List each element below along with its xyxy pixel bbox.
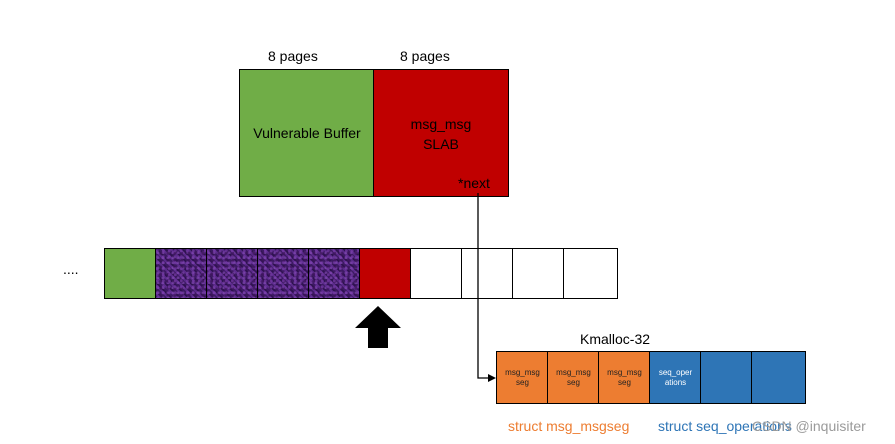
msg-msg-label: msg_msg — [410, 116, 472, 132]
msg-msg-slab-box: msg_msg SLAB *next — [373, 69, 509, 197]
pointer-arrowhead-icon — [488, 374, 496, 382]
slot-empty — [410, 248, 463, 299]
watermark: CSDN @inquisiter — [752, 418, 866, 434]
slot-vulnerable — [104, 248, 157, 299]
legend-seq-operations: struct seq_operations — [658, 418, 792, 434]
next-pointer-label: *next — [458, 175, 490, 191]
vulnerable-buffer-label: Vulnerable Buffer — [253, 125, 361, 141]
left-size-label: 8 pages — [268, 48, 318, 64]
kmalloc-cell-seq-operations — [751, 351, 806, 404]
kmalloc-title: Kmalloc-32 — [580, 331, 651, 347]
slot-sprayed — [206, 248, 259, 299]
row-ellipsis: .... — [63, 261, 79, 277]
right-size-label: 8 pages — [400, 48, 450, 64]
slot-empty — [563, 248, 618, 299]
kmalloc-cell-seq-operations — [700, 351, 753, 404]
legend-msg-msgseg: struct msg_msgseg — [508, 418, 630, 434]
slab-label: SLAB — [423, 136, 459, 152]
slot-empty — [512, 248, 565, 299]
slot-sprayed — [257, 248, 310, 299]
up-arrow-icon — [355, 306, 401, 348]
slot-sprayed — [308, 248, 361, 299]
slot-empty — [461, 248, 514, 299]
vulnerable-buffer-box: Vulnerable Buffer — [239, 69, 375, 197]
slot-sprayed — [155, 248, 208, 299]
slab-slot-row — [104, 248, 618, 300]
